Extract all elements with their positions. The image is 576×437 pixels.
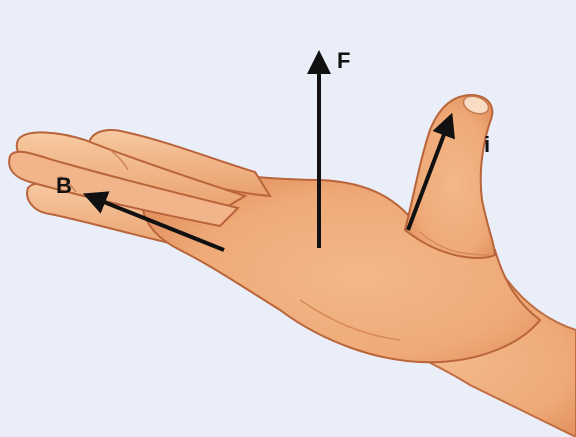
force-label: F [337, 48, 350, 73]
current-label: i [484, 132, 490, 157]
field-label: B [56, 173, 72, 198]
thumb [405, 95, 495, 258]
